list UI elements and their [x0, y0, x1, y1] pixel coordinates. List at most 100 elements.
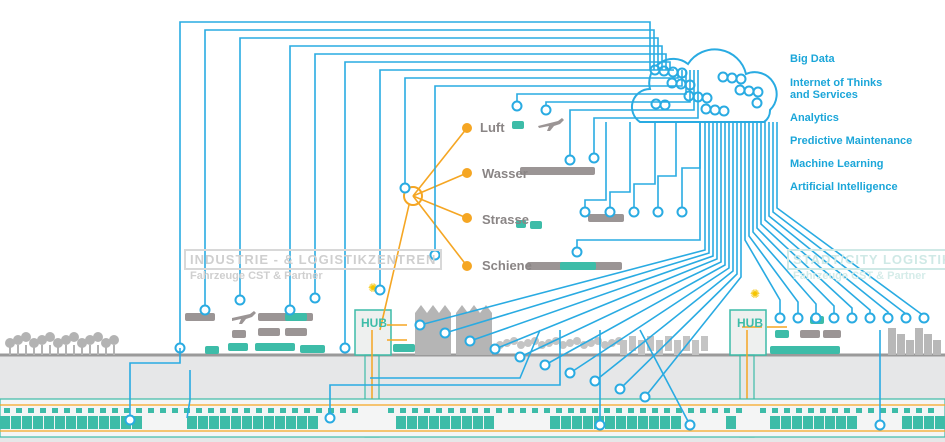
rail-carrier-icon	[280, 408, 286, 413]
rail-carrier-icon	[136, 408, 142, 413]
network-node	[540, 104, 552, 116]
container-icon	[638, 416, 648, 429]
network-link	[609, 122, 631, 212]
rail-carrier-icon	[820, 408, 826, 413]
topic-predictive-maintenance: Predictive Maintenance	[790, 135, 913, 147]
network-node	[339, 342, 351, 354]
network-node	[514, 351, 526, 363]
train-icon	[770, 346, 840, 354]
van-icon	[205, 346, 219, 354]
container-icon	[924, 416, 934, 429]
container-icon	[825, 416, 835, 429]
topic-ai: Artificial Intelligence	[790, 181, 898, 193]
rail-carrier-icon	[196, 408, 202, 413]
rail-carrier-icon	[472, 408, 478, 413]
cloud-circuit-node	[743, 85, 755, 97]
rail-carrier-icon	[400, 408, 406, 413]
network-link	[516, 70, 687, 106]
network-node	[810, 312, 822, 324]
container-icon	[264, 416, 274, 429]
network-link	[444, 122, 710, 334]
network-node	[399, 182, 411, 194]
tree-icon	[61, 335, 71, 345]
tree-icon	[25, 345, 27, 355]
solar-icon: ✺	[750, 287, 760, 301]
network-node	[564, 367, 576, 379]
tree-icon	[29, 338, 39, 348]
tree-icon	[89, 345, 91, 355]
cloud-circuit-node	[701, 92, 713, 104]
network-link	[419, 122, 706, 326]
container-icon	[132, 416, 142, 429]
transport-spoke	[412, 195, 468, 219]
van-icon	[775, 330, 789, 338]
network-link	[186, 370, 191, 419]
rail-carrier-icon	[4, 408, 10, 413]
container-icon	[792, 416, 802, 429]
network-node	[579, 206, 591, 218]
transport-link-hub	[379, 204, 410, 331]
factory-roof	[456, 305, 492, 313]
container-icon	[187, 416, 197, 429]
container-icon	[55, 416, 65, 429]
rail-carrier-icon	[616, 408, 622, 413]
container-icon	[242, 416, 252, 429]
mode-strasse: Strasse	[482, 212, 529, 227]
right-zone-title: STADT/CITY LOGISTIK	[787, 249, 945, 270]
truck-icon	[228, 343, 248, 351]
cloud-circuit-node	[709, 104, 721, 116]
rail-carrier-icon	[412, 408, 418, 413]
container-icon	[814, 416, 824, 429]
solar-icon: ✺	[368, 281, 378, 295]
rail-carrier-icon	[736, 408, 742, 413]
container-icon	[902, 416, 912, 429]
tree-icon	[33, 345, 35, 355]
network-link	[748, 122, 799, 318]
building-icon	[683, 336, 690, 351]
rail-carrier-icon	[892, 408, 898, 413]
network-node	[324, 412, 336, 424]
network-node	[900, 312, 912, 324]
container-icon	[231, 416, 241, 429]
rail-carrier-icon	[304, 408, 310, 413]
tree-icon	[49, 345, 51, 355]
container-icon	[913, 416, 923, 429]
network-node	[828, 312, 840, 324]
container-icon	[66, 416, 76, 429]
container-icon	[110, 416, 120, 429]
truck-icon	[800, 330, 820, 338]
transport-spoke	[412, 172, 468, 197]
container-icon	[770, 416, 780, 429]
network-node	[792, 312, 804, 324]
building-icon	[933, 340, 941, 355]
network-link	[544, 122, 726, 366]
rail-carrier-icon	[64, 408, 70, 413]
rail-carrier-icon	[208, 408, 214, 413]
rail-carrier-icon	[268, 408, 274, 413]
cloud-circuit-node	[752, 86, 764, 98]
cloud-circuit-node	[718, 105, 730, 117]
container-icon	[803, 416, 813, 429]
tree-icon	[93, 332, 103, 342]
network-link	[494, 122, 718, 350]
container-icon	[583, 416, 593, 429]
cloud-circuit-node	[675, 78, 687, 90]
network-node	[284, 304, 296, 316]
container-icon	[473, 416, 483, 429]
tree-icon	[109, 335, 119, 345]
truck-icon	[588, 214, 624, 222]
tree-icon	[53, 338, 63, 348]
container-icon	[44, 416, 54, 429]
network-link	[633, 122, 656, 212]
tree-icon	[608, 339, 616, 347]
container-icon	[572, 416, 582, 429]
container-icon	[726, 416, 736, 429]
factory-roof	[415, 305, 451, 313]
rail-carrier-icon	[580, 408, 586, 413]
factory-icon	[456, 313, 492, 355]
building-icon	[888, 328, 896, 355]
rail-carrier-icon	[496, 408, 502, 413]
network-link	[639, 329, 691, 426]
network-link	[344, 61, 671, 348]
